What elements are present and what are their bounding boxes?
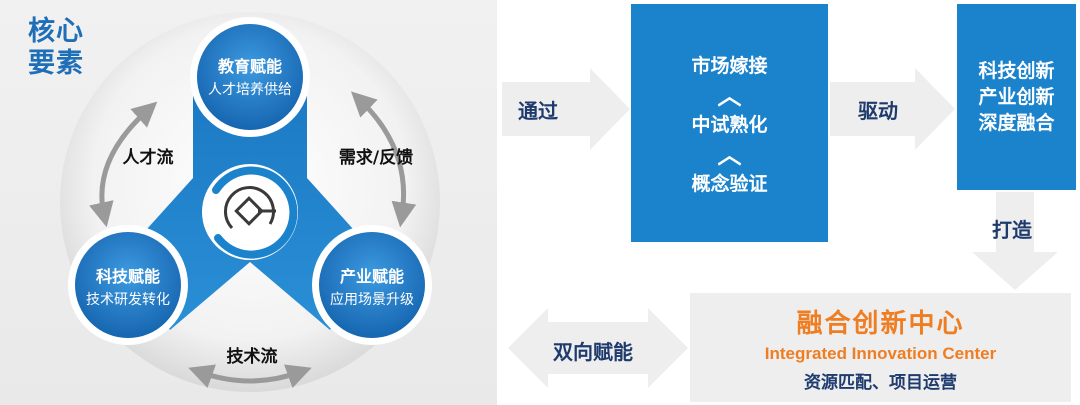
innovation-center-box: 融合创新中心 Integrated Innovation Center 资源匹配…	[690, 293, 1071, 402]
outcome-line1: 科技创新	[978, 60, 1055, 82]
stages-box: 市场嫁接 ︿ 中试熟化 ︿ 概念验证	[631, 4, 828, 242]
tech-subtitle: 技术研发转化	[86, 292, 170, 308]
education-title: 教育赋能	[218, 57, 282, 76]
education-subtitle: 人才培养供给	[208, 82, 292, 98]
mutual-label: 双向赋能	[553, 340, 633, 364]
tech-flow-label: 技术流	[227, 346, 278, 367]
mutual-arrow	[508, 308, 688, 388]
core-title-line1: 核心	[28, 16, 84, 47]
stage-market: 市场嫁接	[691, 54, 768, 77]
through-label: 通过	[518, 99, 558, 123]
center-title-en: Integrated Innovation Center	[764, 344, 997, 363]
talent-flow-arrow	[89, 101, 158, 228]
education-node	[197, 24, 303, 130]
stage-separator-1: ︿	[717, 81, 742, 110]
through-arrow	[502, 68, 630, 150]
industry-subtitle: 应用场景升级	[330, 291, 414, 308]
drive-arrow	[830, 68, 955, 150]
center-logo-icon	[202, 164, 298, 260]
talent-flow-label: 人才流	[123, 147, 174, 168]
stage-separator-2: ︿	[717, 140, 742, 169]
center-subtitle: 资源匹配、项目运营	[804, 373, 957, 393]
build-arrow	[972, 192, 1058, 290]
build-label: 打造	[992, 218, 1032, 242]
outcome-line2: 产业创新	[978, 86, 1055, 108]
stage-pilot: 中试熟化	[691, 113, 768, 136]
drive-label: 驱动	[858, 99, 898, 123]
tech-node	[75, 232, 181, 338]
demand-flow-arrow	[350, 91, 417, 228]
demand-flow-label: 需求/反馈	[339, 147, 413, 168]
tech-flow-arrow	[188, 364, 312, 388]
core-title-line2: 要素	[28, 48, 84, 79]
industry-title: 产业赋能	[340, 267, 404, 286]
industry-node	[319, 232, 425, 338]
outcome-box: 科技创新 产业创新 深度融合	[957, 4, 1076, 190]
outcome-line3: 深度融合	[978, 112, 1055, 134]
core-elements-diagram: 教育赋能 人才培养供给 科技赋能 技术研发转化 产业赋能 应用场景升级 人才流 …	[60, 12, 440, 392]
tech-title: 科技赋能	[96, 267, 160, 286]
stage-concept: 概念验证	[691, 172, 768, 195]
core-elements-title: 核心 要素	[28, 16, 84, 80]
center-title-cn: 融合创新中心	[796, 309, 965, 339]
